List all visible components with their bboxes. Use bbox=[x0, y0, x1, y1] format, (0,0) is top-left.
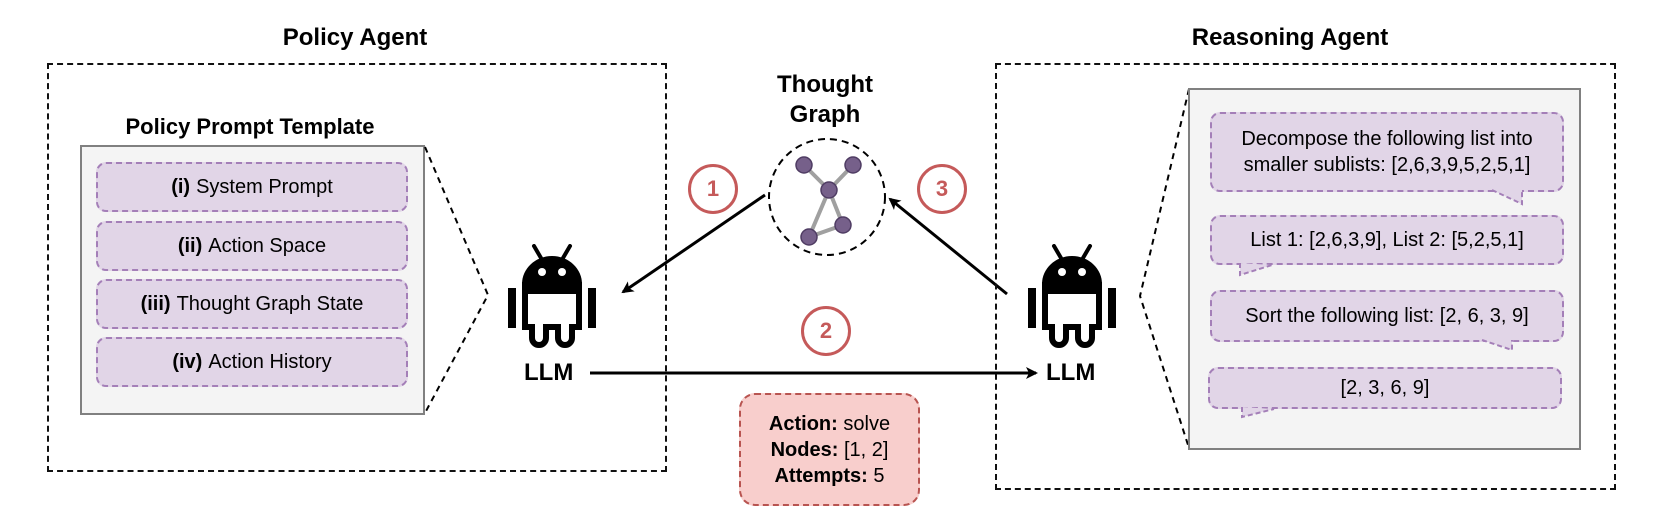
step-2-badge: 2 bbox=[801, 306, 851, 356]
chat-bubble-decompose-prompt: Decompose the following list into smalle… bbox=[1210, 112, 1564, 192]
attempts-value: 5 bbox=[873, 464, 885, 487]
bubble-text: List 1: [2,6,3,9], List 2: [5,2,5,1] bbox=[1250, 229, 1524, 251]
bubble-tail-icon bbox=[1239, 263, 1273, 277]
chat-bubble-decompose-response: List 1: [2,6,3,9], List 2: [5,2,5,1] bbox=[1210, 215, 1564, 265]
arrow-step-1 bbox=[621, 193, 766, 294]
reasoning-llm-label: LLM bbox=[1046, 359, 1096, 386]
step-1-badge: 1 bbox=[688, 164, 738, 214]
nodes-value: [1, 2] bbox=[843, 438, 889, 461]
template-item-action-space: (ii)Action Space bbox=[96, 221, 408, 271]
policy-agent-title: Policy Agent bbox=[282, 24, 428, 51]
attempts-key: Attempts: bbox=[774, 464, 868, 487]
bubble-tail-icon bbox=[1481, 339, 1513, 352]
template-item-num: (iii) bbox=[140, 293, 171, 315]
reasoning-agent-container bbox=[995, 63, 1616, 490]
template-item-num: (i) bbox=[171, 176, 191, 198]
action-value: solve bbox=[843, 412, 891, 435]
template-item-label: Action Space bbox=[208, 235, 327, 257]
step-3-badge: 3 bbox=[917, 164, 967, 214]
bubble-text: Decompose the following list into bbox=[1241, 128, 1533, 150]
bubble-text: [2, 3, 6, 9] bbox=[1340, 377, 1430, 399]
thought-graph-title-line2: Graph bbox=[789, 101, 861, 128]
bubble-tail-icon bbox=[1491, 189, 1523, 206]
policy-llm-label: LLM bbox=[524, 359, 574, 386]
policy-prompt-template-title: Policy Prompt Template bbox=[125, 114, 375, 139]
template-item-num: (ii) bbox=[177, 235, 203, 257]
android-robot-icon bbox=[1028, 244, 1116, 348]
template-item-num: (iv) bbox=[172, 351, 203, 373]
template-item-system-prompt: (i)System Prompt bbox=[96, 162, 408, 212]
action-line: Action: solve bbox=[741, 411, 918, 437]
template-item-action-history: (iv)Action History bbox=[96, 337, 408, 387]
reasoning-conversation-panel: Decompose the following list into smalle… bbox=[1188, 88, 1581, 450]
thought-graph-title: Thought Graph bbox=[740, 70, 910, 130]
nodes-line: Nodes: [1, 2] bbox=[741, 437, 918, 463]
template-item-thought-graph-state: (iii)Thought Graph State bbox=[96, 279, 408, 329]
template-item-label: Action History bbox=[208, 351, 332, 373]
nodes-key: Nodes: bbox=[770, 438, 839, 461]
policy-agent-container bbox=[47, 63, 667, 472]
template-item-label: System Prompt bbox=[196, 176, 333, 198]
android-robot-icon bbox=[508, 244, 596, 348]
bubble-tail-icon bbox=[1241, 407, 1275, 419]
template-item-label: Thought Graph State bbox=[176, 293, 364, 315]
arrow-step-3 bbox=[888, 197, 1008, 296]
chat-bubble-sort-response: [2, 3, 6, 9] bbox=[1208, 367, 1562, 409]
reasoning-agent-title: Reasoning Agent bbox=[1191, 24, 1389, 51]
policy-prompt-template-panel: (i)System Prompt (ii)Action Space (iii)T… bbox=[80, 145, 425, 415]
thought-graph-title-line1: Thought bbox=[777, 71, 873, 98]
thought-graph-icon bbox=[768, 138, 886, 256]
bubble-text: smaller sublists: [2,6,3,9,5,2,5,1] bbox=[1243, 154, 1531, 176]
action-key: Action: bbox=[768, 412, 838, 435]
attempts-line: Attempts: 5 bbox=[741, 463, 918, 489]
action-box: Action: solve Nodes: [1, 2] Attempts: 5 bbox=[739, 393, 920, 506]
bubble-text: Sort the following list: [2, 6, 3, 9] bbox=[1245, 305, 1529, 327]
chat-bubble-sort-prompt: Sort the following list: [2, 6, 3, 9] bbox=[1210, 290, 1564, 342]
